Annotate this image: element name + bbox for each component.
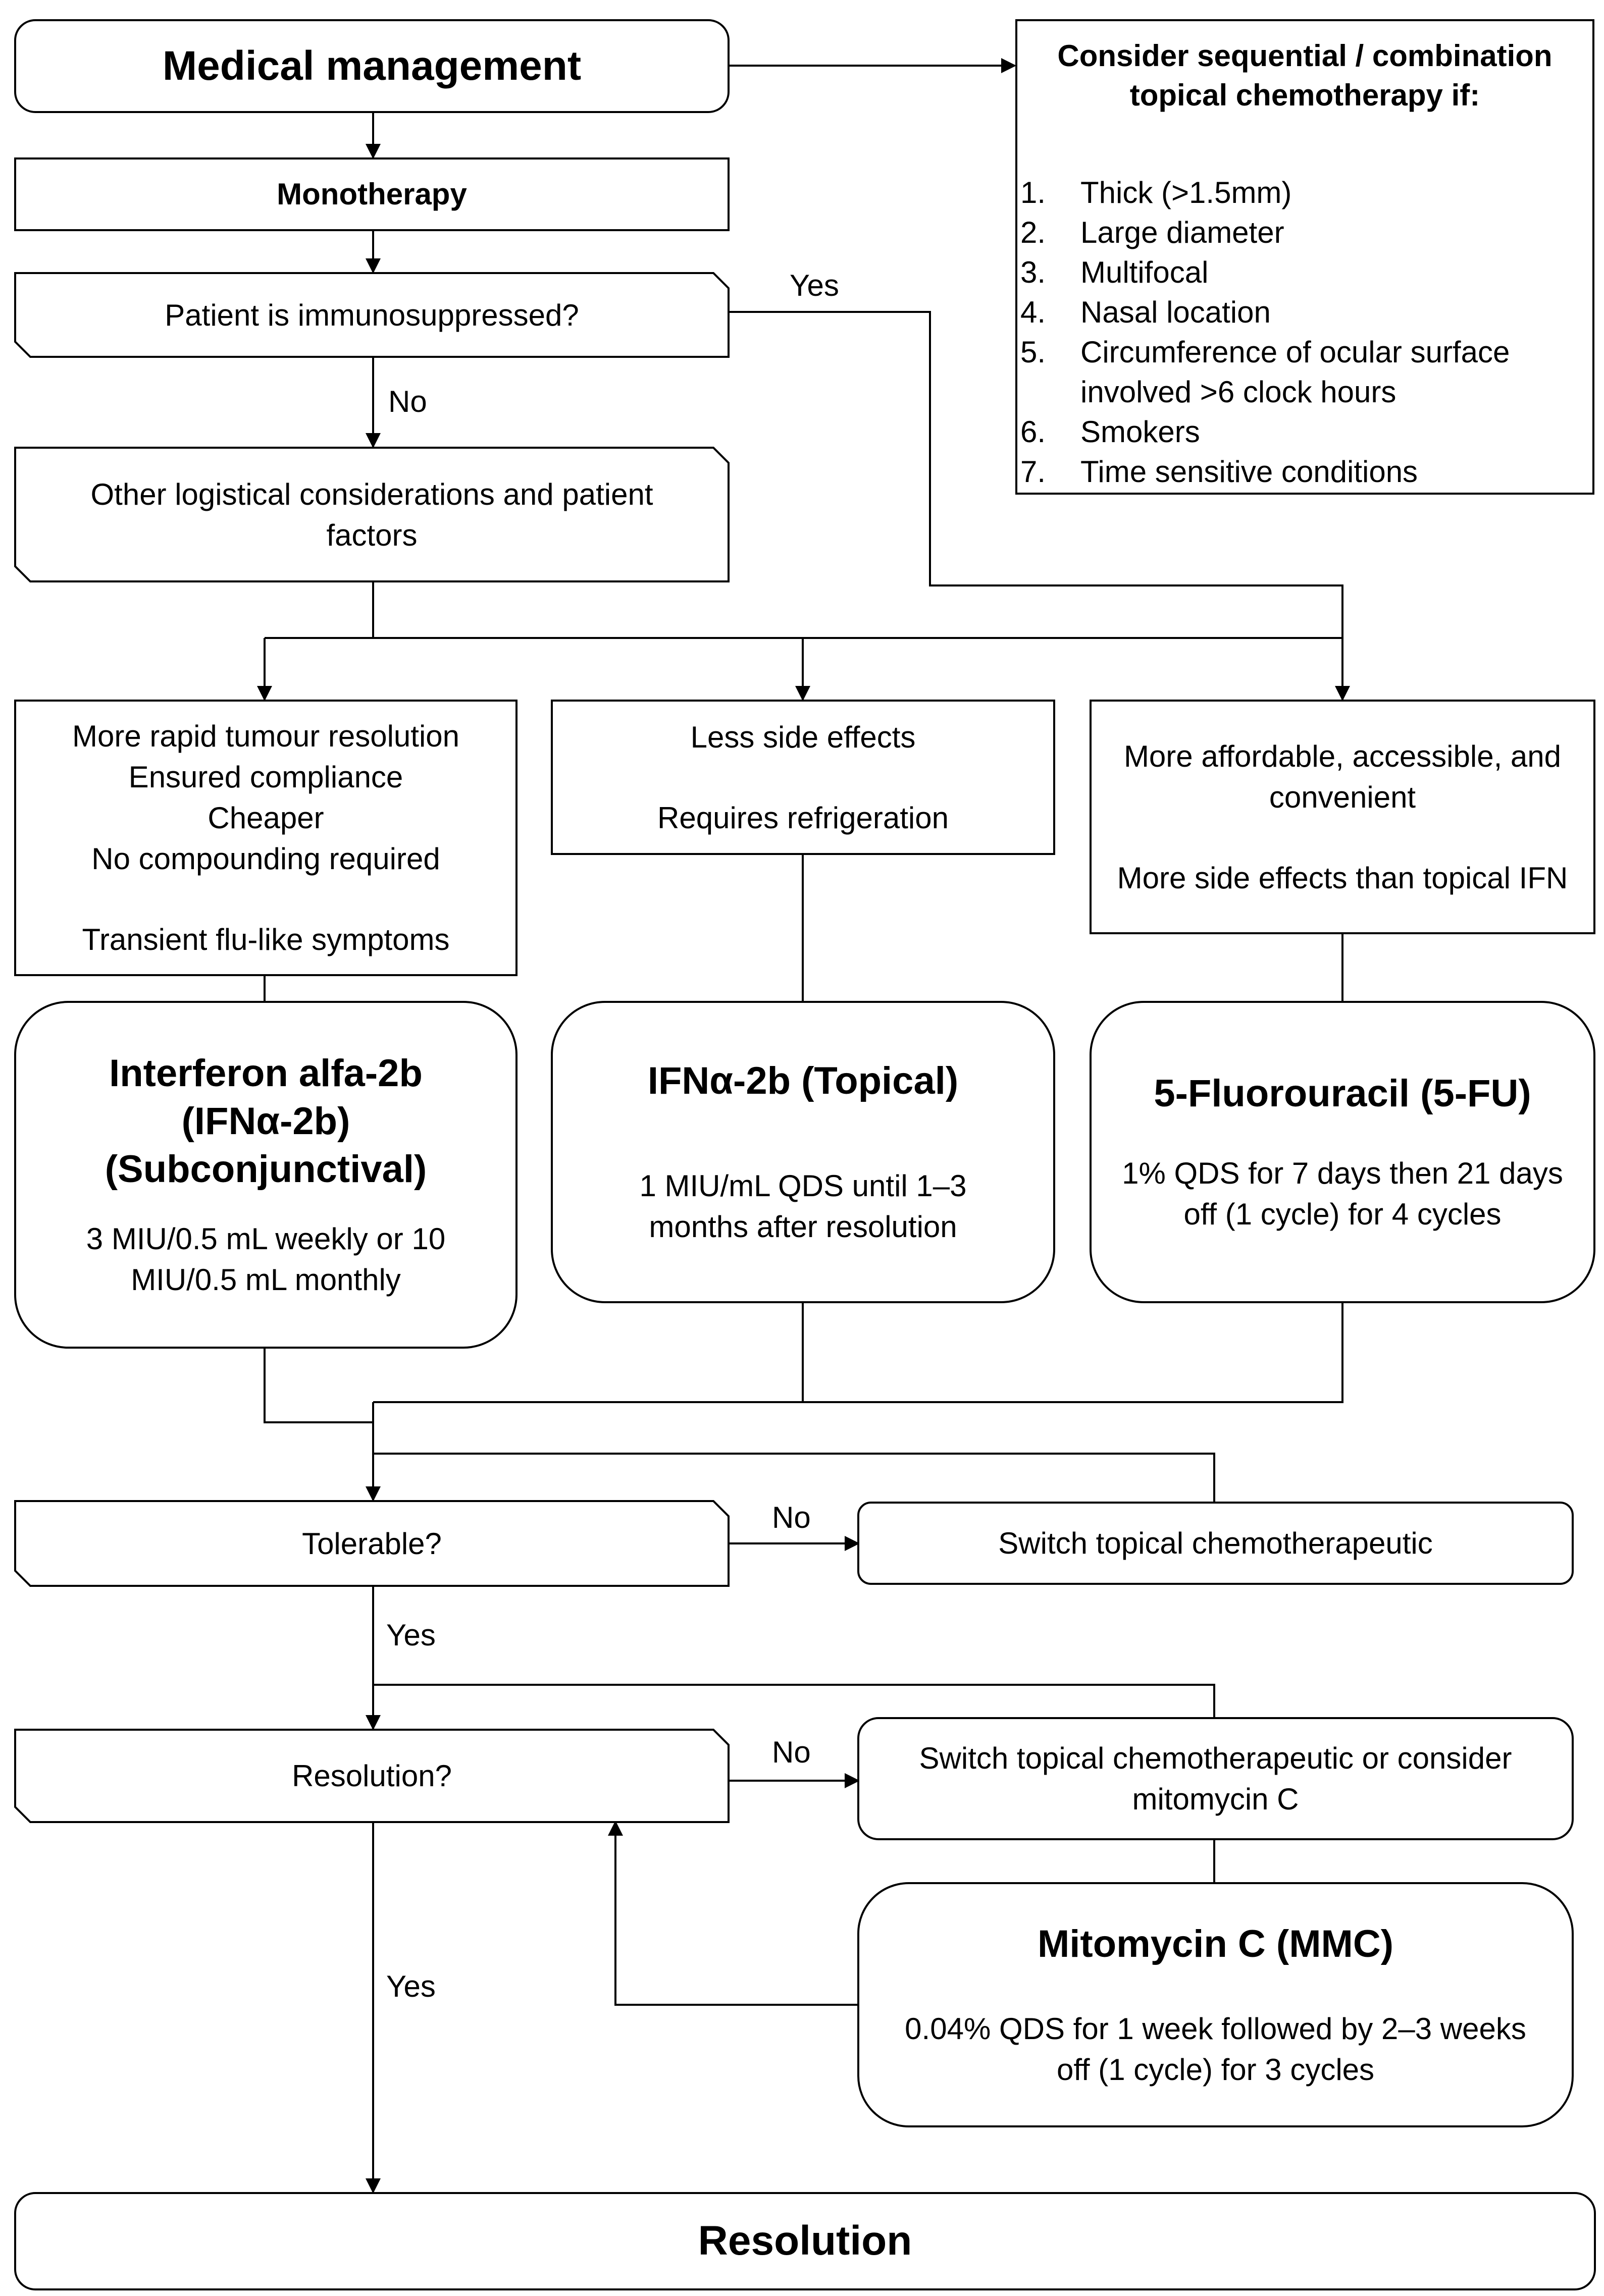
shape-topical-factors	[551, 700, 1055, 855]
medical-management-node: Medical management	[15, 20, 729, 112]
switch-topical-label: Switch topical chemotherapeutic	[998, 1526, 1433, 1560]
mmc-dose: 0.04% QDS for 1 week followed by 2–3 wee…	[905, 2011, 1526, 2087]
criteria-item: 1.Thick (>1.5mm)	[1020, 176, 1292, 209]
monotherapy-label: Monotherapy	[277, 177, 467, 211]
criteria-item: 5.Circumference of ocular surface involv…	[1020, 335, 1510, 409]
edge-label-resolution-no: No	[772, 1735, 811, 1769]
factor-refrigeration: Requires refrigeration	[657, 800, 949, 835]
factor-affordable: More affordable, accessible, and conveni…	[1123, 739, 1562, 814]
medical-management-label: Medical management	[162, 42, 582, 89]
fu-factors-node: More affordable, accessible, and conveni…	[1111, 701, 1574, 933]
shape-other-factors	[14, 447, 730, 582]
fu-dose: 1% QDS for 7 days then 21 days off (1 cy…	[1122, 1156, 1563, 1231]
criteria-list: 1.Thick (>1.5mm) 2.Large diameter 3.Mult…	[1016, 173, 1580, 492]
criteria-heading: Consider sequential / combination topica…	[1057, 39, 1553, 112]
edge-mmc-back	[608, 1821, 858, 2006]
edge-subconj-out	[264, 1348, 373, 1423]
shape-resolution-q	[14, 1729, 730, 1823]
shape-mmc	[857, 1882, 1574, 2127]
mmc-node: Mitomycin C (MMC) 0.04% QDS for 1 week f…	[904, 1883, 1527, 2126]
topical-ifn-title: IFNα-2b (Topical)	[647, 1059, 959, 1102]
other-factors-label: Other logistical considerations and pati…	[90, 477, 653, 552]
criteria-item: 2.Large diameter	[1020, 216, 1284, 249]
switch-topical-node: Switch topical chemotherapeutic	[858, 1503, 1573, 1584]
factor-ensured-compliance: Ensured compliance	[128, 760, 403, 794]
shape-fu-factors	[1090, 700, 1595, 934]
topical-factors-node: Less side effects Requires refrigeration	[552, 701, 1054, 854]
shape-medical-management	[14, 19, 730, 113]
factor-rapid-resolution: More rapid tumour resolution	[72, 719, 460, 753]
factor-less-side-effects: Less side effects	[690, 720, 916, 754]
tolerable-label: Tolerable?	[302, 1526, 442, 1561]
criteria-item: 4.Nasal location	[1020, 295, 1271, 329]
resolution-decision: Resolution?	[15, 1730, 729, 1822]
edge-immuno-yes	[729, 311, 1350, 701]
criteria-item: 6.Smokers	[1020, 415, 1200, 449]
shape-switch-or-mmc	[857, 1717, 1574, 1840]
resolution-node: Resolution	[15, 2193, 1595, 2289]
edge-switch-loop	[373, 1453, 1215, 1502]
shape-subconj-factors	[14, 700, 518, 976]
shape-tolerable	[14, 1500, 730, 1587]
subconj-ifn-title: Interferon alfa-2b (IFNα-2b) (Subconjunc…	[105, 1052, 427, 1191]
edge-label-immuno-no: No	[388, 385, 427, 418]
criteria-box: Consider sequential / combination topica…	[1016, 20, 1593, 494]
edge-label-immuno-yes: Yes	[790, 269, 839, 302]
shape-criteria	[1015, 19, 1594, 495]
fu-node: 5-Fluorouracil (5-FU) 1% QDS for 7 days …	[1121, 1002, 1564, 1302]
shape-immunosuppressed	[14, 272, 730, 358]
edge-fu-out	[803, 1302, 1343, 1403]
resolution-label: Resolution	[698, 2218, 912, 2264]
edge-label-tolerable-no: No	[772, 1501, 811, 1534]
tolerable-decision: Tolerable?	[15, 1501, 729, 1586]
topical-ifn-node: IFNα-2b (Topical) 1 MIU/mL QDS until 1–3…	[612, 1002, 994, 1302]
shape-topical-ifn	[551, 1001, 1055, 1303]
switch-or-mmc-label: Switch topical chemotherapeutic or consi…	[919, 1741, 1512, 1816]
criteria-item: 7.Time sensitive conditions	[1020, 455, 1418, 489]
shape-fu	[1090, 1001, 1595, 1303]
fu-title: 5-Fluorouracil (5-FU)	[1154, 1072, 1531, 1115]
shape-subconj-ifn	[14, 1001, 518, 1349]
factor-flu-like: Transient flu-like symptoms	[82, 923, 450, 956]
subconj-ifn-dose: 3 MIU/0.5 mL weekly or 10 MIU/0.5 mL mon…	[86, 1222, 446, 1297]
resolution-question-label: Resolution?	[292, 1759, 452, 1793]
topical-ifn-dose: 1 MIU/mL QDS until 1–3 months after reso…	[639, 1169, 967, 1244]
mmc-title: Mitomycin C (MMC)	[1037, 1922, 1394, 1965]
shape-resolution	[14, 2192, 1596, 2290]
edge-label-tolerable-yes: Yes	[386, 1618, 436, 1652]
factor-cheaper: Cheaper	[208, 801, 324, 835]
monotherapy-node: Monotherapy	[15, 158, 729, 230]
criteria-item: 3.Multifocal	[1020, 255, 1209, 289]
immunosuppressed-label: Patient is immunosuppressed?	[165, 298, 579, 332]
shape-monotherapy	[14, 157, 730, 231]
switch-or-mmc-node: Switch topical chemotherapeutic or consi…	[878, 1718, 1553, 1839]
shape-switch-topical	[857, 1502, 1574, 1585]
factor-no-compounding: No compounding required	[91, 842, 440, 876]
subconj-factors-node: More rapid tumour resolution Ensured com…	[15, 701, 516, 975]
immunosuppressed-decision: Patient is immunosuppressed?	[15, 273, 729, 357]
other-factors-node: Other logistical considerations and pati…	[45, 448, 698, 581]
edge-label-resolution-yes: Yes	[386, 1969, 436, 2003]
edge-switch-mmc-loop	[373, 1684, 1215, 1717]
subconj-ifn-node: Interferon alfa-2b (IFNα-2b) (Subconjunc…	[56, 1002, 476, 1348]
factor-more-side-effects: More side effects than topical IFN	[1117, 861, 1568, 895]
